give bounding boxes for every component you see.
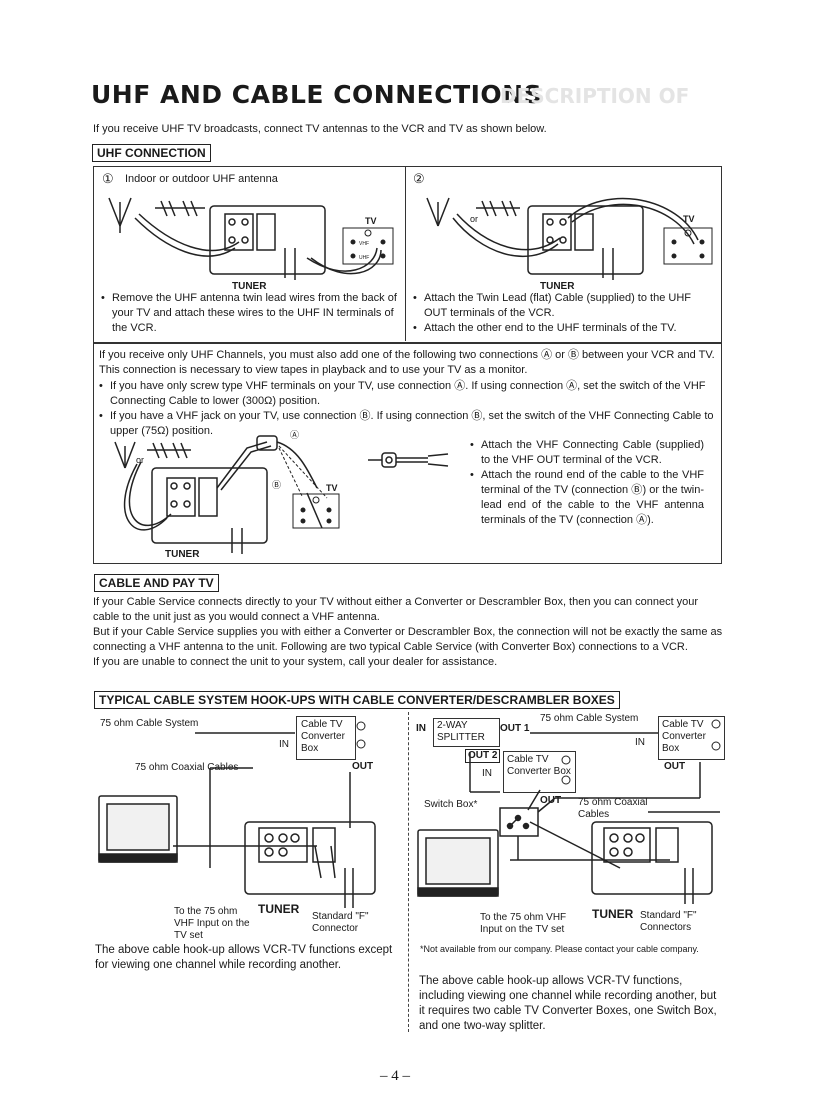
page-number: – 4 – <box>380 1068 410 1084</box>
right-connectors-label: Standard "F" Connectors <box>640 910 697 933</box>
vhf-note-bullet: If you have only screw type VHF terminal… <box>99 379 717 409</box>
hookups-divider <box>408 712 409 1032</box>
right-converter-2-in: IN <box>482 768 492 779</box>
cable-paragraph: But if your Cable Service supplies you w… <box>93 626 723 653</box>
vhf-connecting-cable-icon <box>368 452 449 468</box>
panel1-tuner-label: TUNER <box>232 281 267 292</box>
right-footnote: *Not available from our company. Please … <box>420 944 699 954</box>
left-system-label: 75 ohm Cable System <box>100 718 199 729</box>
uhf-connection-heading: UHF CONNECTION <box>92 144 211 162</box>
cable-paragraph: If your Cable Service connects directly … <box>93 596 699 623</box>
right-system-label: 75 ohm Cable System <box>540 713 639 724</box>
left-tuner-label: TUNER <box>258 902 300 916</box>
right-converter-1-in: IN <box>635 737 645 748</box>
panel2-bullet: Attach the other end to the UHF terminal… <box>413 321 713 336</box>
right-caption: The above cable hook-up allows VCR-TV fu… <box>419 975 717 1032</box>
right-converter-2: Cable TV Converter Box <box>503 751 576 793</box>
vhf-tuner-label: TUNER <box>165 549 200 560</box>
left-converter-jacks <box>356 721 366 749</box>
vhf-note-bullet: If you have a VHF jack on your TV, use c… <box>99 409 717 439</box>
uhf-panels-frame <box>93 166 722 343</box>
right-hookup-illustration <box>417 732 720 904</box>
cable-paragraph: If you are unable to connect the unit to… <box>93 656 498 668</box>
panel1-bullet: Remove the UHF antenna twin lead wires f… <box>101 291 401 336</box>
left-converter-box: Cable TV Converter Box <box>296 716 356 760</box>
left-converter-in: IN <box>279 739 289 750</box>
intro-text: If you receive UHF TV broadcasts, connec… <box>93 123 547 135</box>
vhf-note-para: If you receive only UHF Channels, you mu… <box>99 349 715 376</box>
panel1-number: ① <box>102 171 114 186</box>
right-tuner-label: TUNER <box>592 907 634 921</box>
page-title: UHF AND CABLE CONNECTIONS <box>91 80 543 109</box>
left-converter-out: OUT <box>352 761 374 772</box>
vhf-tv-label: TV <box>326 483 338 493</box>
right-converter-2-out: OUT <box>540 795 562 806</box>
svg-text:VHF: VHF <box>359 241 369 247</box>
right-vhf-input-label: To the 75 ohm VHF Input on the TV set <box>480 912 567 935</box>
svg-text:UHF: UHF <box>359 255 369 261</box>
left-connector-label: Standard "F" Connector <box>312 911 369 934</box>
panel-divider <box>405 166 406 341</box>
vhf-note-frame <box>93 343 722 564</box>
right-converter-1-out: OUT <box>664 761 686 772</box>
vhf-right-bullet: Attach the VHF Connecting Cable (supplie… <box>470 438 704 468</box>
switch-box-label: Switch Box* <box>424 799 478 810</box>
panel2-number: ② <box>413 171 425 186</box>
panel1-illustration: VHF UHF <box>108 197 394 280</box>
splitter-out2: OUT 2 <box>465 749 501 763</box>
vhf-connection-illustration <box>114 435 340 554</box>
splitter-out1: OUT 1 <box>500 723 530 734</box>
vhf-or-label: or <box>136 455 145 465</box>
splitter-in-label: IN <box>416 723 426 734</box>
panel2-bullet: Attach the Twin Lead (flat) Cable (suppl… <box>413 291 713 321</box>
vhf-right-bullets: Attach the VHF Connecting Cable (supplie… <box>470 438 704 528</box>
vhf-right-bullet: Attach the round end of the cable to the… <box>470 468 704 528</box>
panel2-or-label: or <box>470 214 479 224</box>
right-coax-label: 75 ohm Coaxial Cables <box>578 797 648 820</box>
right-converter-2-jacks <box>561 755 571 785</box>
connection-a-label: Ⓐ <box>290 430 300 440</box>
left-caption: The above cable hook-up allows VCR-TV fu… <box>95 944 393 971</box>
cable-pay-tv-heading: CABLE AND PAY TV <box>94 574 219 592</box>
left-vhf-input-label: To the 75 ohm VHF Input on the TV set <box>174 906 250 941</box>
vhf-note-bullets: If you have only screw type VHF terminal… <box>99 379 717 439</box>
panel2-tv-label: TV <box>683 214 695 224</box>
cable-text: If your Cable Service connects directly … <box>93 595 723 670</box>
panel2-tuner-label: TUNER <box>540 281 575 292</box>
bleed-through-title: DESCRIPTION OF <box>500 84 690 108</box>
right-converter-jacks <box>711 719 721 751</box>
panel1-tv-label: TV <box>365 216 377 226</box>
panel2-illustration <box>426 197 713 280</box>
left-coax-label: 75 ohm Coaxial Cables <box>135 762 239 773</box>
panel2-bullets: Attach the Twin Lead (flat) Cable (suppl… <box>413 291 713 336</box>
connection-b-label: Ⓑ <box>272 480 282 490</box>
two-way-splitter: 2-WAY SPLITTER <box>433 718 500 747</box>
hookups-heading: TYPICAL CABLE SYSTEM HOOK-UPS WITH CABLE… <box>94 691 620 709</box>
right-converter-1: Cable TV Converter Box <box>658 716 725 760</box>
panel1-caption: Indoor or outdoor UHF antenna <box>125 173 278 185</box>
left-hookup-illustration <box>98 732 376 908</box>
panel1-bullets: Remove the UHF antenna twin lead wires f… <box>101 291 401 336</box>
